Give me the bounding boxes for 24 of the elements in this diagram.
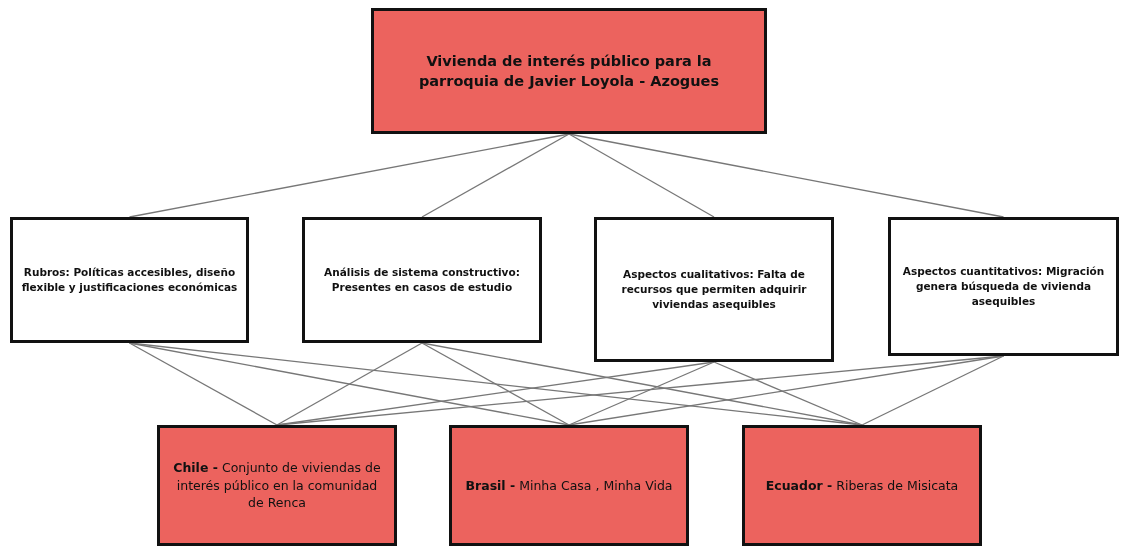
connector-line: [128, 342, 278, 426]
box-text: Ecuador - Riberas de Misicata: [765, 476, 959, 495]
box-text: Rubros: Políticas accesibles, diseño flexible y justificaciones económicas: [21, 265, 238, 295]
process-box: [157, 425, 397, 546]
process-box: [449, 425, 689, 546]
connector-line: [861, 355, 1005, 426]
process-box: [302, 217, 542, 343]
box-text: Vivienda de interés público para la parroquia de Javier Loyola - Azogues: [417, 51, 721, 91]
connector-line: [568, 133, 715, 218]
box-text: Análisis de sistema constructivo: Presentes en casos de estudio: [323, 265, 521, 295]
box-text: Chile - Conjunto de viviendas de interés público en la comunidad de Renca: [172, 459, 382, 512]
connector-line: [421, 342, 570, 426]
box-text: Brasil - Minha Casa , Minha Vida: [465, 476, 673, 495]
connector-line: [713, 361, 863, 426]
process-box: [594, 217, 834, 362]
process-box: [371, 8, 767, 134]
process-box: [888, 217, 1119, 356]
process-box: [10, 217, 249, 343]
connector-line: [568, 361, 715, 426]
box-text: Aspectos cualitativos: Falta de recursos que permiten adquirir viviendas asequibles: [620, 267, 808, 312]
process-box: [742, 425, 982, 546]
connector-line: [276, 342, 423, 426]
connector-line: [421, 133, 570, 218]
box-text: Aspectos cuantitativos: Migración genera búsqueda de vivienda asequibles: [901, 264, 1106, 309]
